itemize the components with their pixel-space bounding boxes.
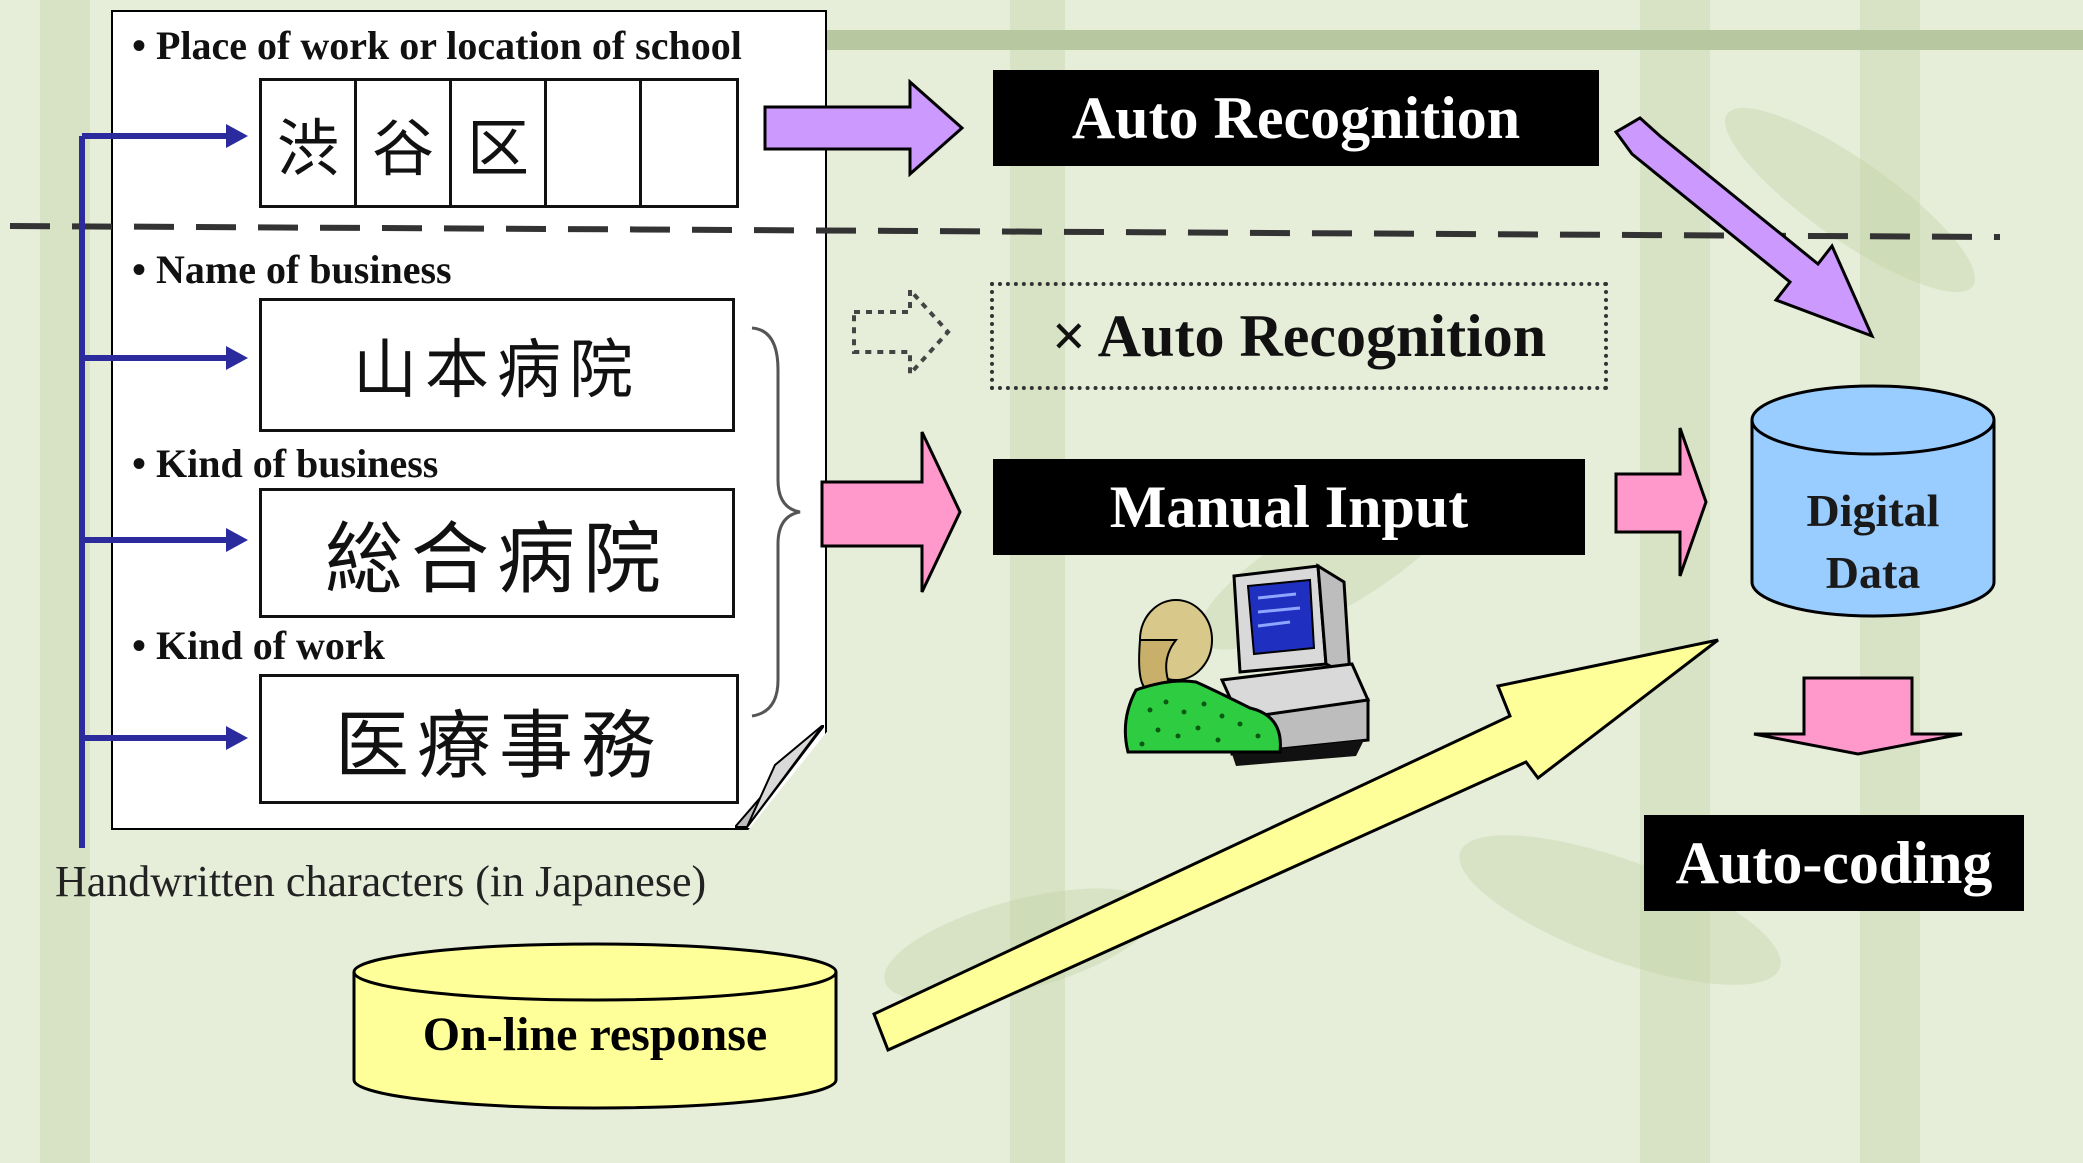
online-response-database: [352, 942, 838, 1110]
auto-recognition-failed-label: × Auto Recognition: [990, 282, 1608, 390]
arrow-to-auto-recognition: [763, 78, 965, 178]
arrow-manual-to-digital-data: [1614, 427, 1708, 577]
field-label-kind-of-work: • Kind of work: [132, 623, 385, 668]
page-fold-corner: [735, 725, 824, 828]
char-cell: [547, 81, 642, 205]
field-label-place-of-work: • Place of work or location of school: [132, 23, 742, 68]
handwritten-caption: Handwritten characters (in Japanese): [55, 857, 707, 906]
char-cell: 谷: [357, 81, 452, 205]
digital-data-line-1: Digital: [1806, 485, 1940, 536]
arrow-to-auto-coding: [1753, 676, 1963, 756]
digital-data-label: Digital Data: [1752, 480, 1994, 604]
handwritten-kind-of-work: 医療事務: [259, 674, 739, 804]
auto-recognition-label: Auto Recognition: [993, 70, 1599, 166]
field-label-kind-of-business: • Kind of business: [132, 441, 439, 486]
arrow-failed-recognition: [852, 284, 951, 380]
handwritten-kind-of-business: 総合病院: [259, 488, 735, 618]
char-cell: 渋: [262, 81, 357, 205]
char-box-place-of-work: 渋 谷 区: [259, 78, 739, 208]
title-bar-stripe: [820, 30, 2083, 50]
separator-dashed-line: [9, 223, 2001, 240]
arrow-to-manual-input: [820, 431, 962, 593]
arrow-online-to-digital-data: [872, 638, 1719, 1053]
online-response-label: On-line response: [422, 1008, 768, 1061]
char-cell: 区: [452, 81, 547, 205]
handwritten-name-of-business: 山本病院: [259, 298, 735, 432]
auto-coding-label: Auto-coding: [1644, 815, 2024, 911]
field-connector-bracket: [79, 124, 248, 848]
digital-data-line-2: Data: [1825, 547, 1921, 598]
manual-input-label: Manual Input: [993, 459, 1585, 555]
grouping-brace: [751, 326, 801, 718]
arrow-recognition-to-digital-data: [1613, 116, 1875, 339]
operator-computer-illustration: [1123, 563, 1371, 766]
digital-data-database: [1750, 384, 1996, 618]
field-label-name-of-business: • Name of business: [132, 247, 452, 292]
